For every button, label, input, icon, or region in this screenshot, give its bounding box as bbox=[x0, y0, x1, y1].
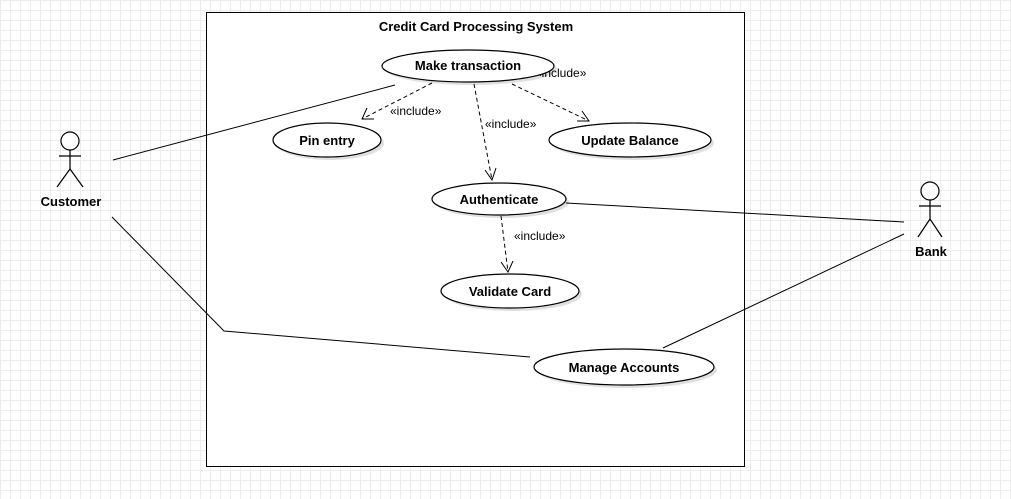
use-case-update-balance[interactable]: Update Balance bbox=[548, 122, 714, 160]
include-authenticate-dependency bbox=[473, 83, 493, 181]
bank-manage-accounts-association bbox=[662, 233, 905, 349]
include-pin-entry-arrowhead bbox=[361, 107, 374, 120]
bank-label: Bank bbox=[915, 244, 948, 259]
bank-authenticate-association bbox=[565, 202, 905, 223]
customer-label: Customer bbox=[41, 194, 102, 209]
include-validate-card-dependency bbox=[500, 215, 509, 273]
customer-manage-accounts-association bbox=[111, 216, 531, 358]
system-title: Credit Card Processing System bbox=[379, 19, 573, 34]
use-case-manage-accounts[interactable]: Manage Accounts bbox=[533, 348, 717, 388]
bank-stick-figure-icon bbox=[917, 181, 943, 238]
use-case-authenticate[interactable]: Authenticate bbox=[431, 182, 569, 218]
customer-make-transaction-association bbox=[112, 84, 396, 161]
include-pin-entry-dependency bbox=[361, 82, 433, 120]
use-case-validate-card[interactable]: Validate Card bbox=[440, 273, 582, 311]
include-label-authenticate: «include» bbox=[485, 117, 537, 131]
system-boundary bbox=[206, 12, 745, 467]
use-case-make-transaction[interactable]: Make transaction bbox=[381, 49, 557, 85]
include-label-validate-card: «include» bbox=[514, 229, 566, 243]
manage-accounts-label: Manage Accounts bbox=[569, 360, 680, 375]
use-case-pin-entry[interactable]: Pin entry bbox=[272, 122, 384, 160]
actor-bank[interactable]: Bank bbox=[915, 181, 948, 259]
validate-card-label: Validate Card bbox=[469, 284, 551, 299]
update-balance-label: Update Balance bbox=[581, 133, 679, 148]
make-transaction-label: Make transaction bbox=[415, 58, 521, 73]
include-validate-card-arrowhead bbox=[500, 260, 514, 274]
include-authenticate-arrowhead bbox=[484, 167, 497, 182]
include-update-balance-arrowhead bbox=[577, 110, 590, 122]
authenticate-label: Authenticate bbox=[460, 192, 539, 207]
include-label-pin-entry: «include» bbox=[390, 104, 442, 118]
customer-stick-figure-icon bbox=[56, 131, 84, 188]
include-update-balance-dependency bbox=[511, 83, 590, 122]
actor-customer[interactable]: Customer bbox=[41, 131, 102, 209]
pin-entry-label: Pin entry bbox=[299, 133, 355, 148]
